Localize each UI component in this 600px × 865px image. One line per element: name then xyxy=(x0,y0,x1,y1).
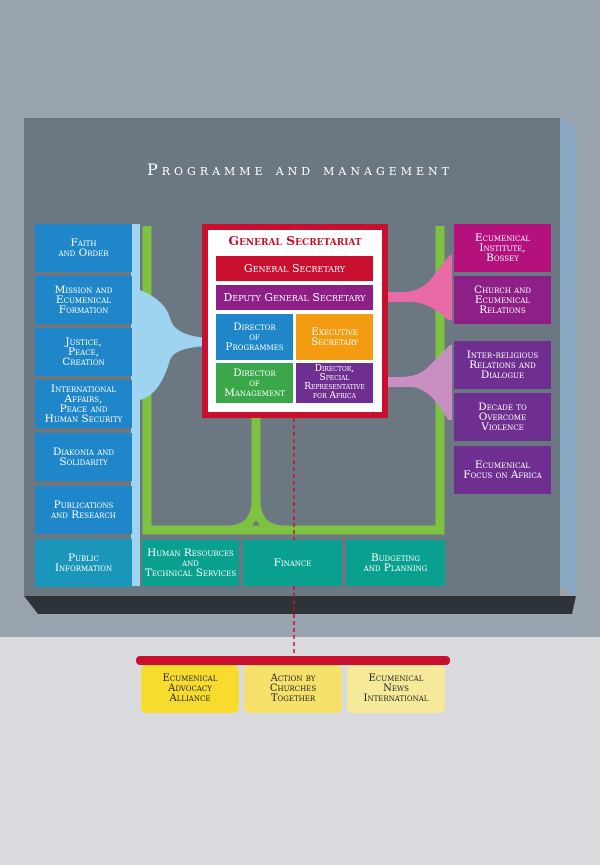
box-director-management: Director of Management xyxy=(216,363,293,403)
box-executive-secretary: Executive Secretary xyxy=(296,314,373,360)
box-publications-research: Publications and Research xyxy=(35,486,132,534)
box-mission-formation: Mission and Ecumenical Formation xyxy=(35,276,132,324)
box-general-secretary: General Secretary xyxy=(216,256,373,281)
general-secretariat-title: General Secretariat xyxy=(228,233,362,248)
box-church-ecumenical-relations: Church and Ecumenical Relations xyxy=(454,276,551,324)
box-inter-religious: Inter-religious Relations and Dialogue xyxy=(454,341,551,389)
box-director-programmes: Director of Programmes xyxy=(216,314,293,360)
box-ecumenical-advocacy-alliance: Ecumenical Advocacy Alliance xyxy=(141,665,239,713)
box-deputy-general-secretary: Deputy General Secretary xyxy=(216,285,373,310)
box-public-information: Public Information xyxy=(35,539,132,587)
board-side-edge xyxy=(560,118,576,596)
box-justice-peace-creation: Justice, Peace, Creation xyxy=(35,328,132,376)
box-faith-and-order: Faith and Order xyxy=(35,224,132,272)
box-ecumenical-news: Ecumenical News International xyxy=(347,665,445,713)
box-budgeting-planning: Budgeting and Planning xyxy=(346,540,445,586)
box-decade-overcome-violence: Decade to Overcome Violence xyxy=(454,393,551,441)
box-focus-on-africa: Ecumenical Focus on Africa xyxy=(454,446,551,494)
box-diakonia-solidarity: Diakonia and Solidarity xyxy=(35,433,132,481)
box-action-by-churches: Action by Churches Together xyxy=(244,665,342,713)
box-international-affairs: International Affairs, Peace and Human S… xyxy=(35,380,132,428)
box-ecumenical-institute: Ecumenical Institute, Bossey xyxy=(454,224,551,272)
box-finance: Finance xyxy=(243,540,342,586)
page-title: Programme and management xyxy=(146,160,454,179)
box-human-resources: Human Resources and Technical Services xyxy=(142,540,239,586)
board-bottom-edge xyxy=(24,596,576,614)
box-director-africa: Director, Special Representative for Afr… xyxy=(296,363,373,403)
